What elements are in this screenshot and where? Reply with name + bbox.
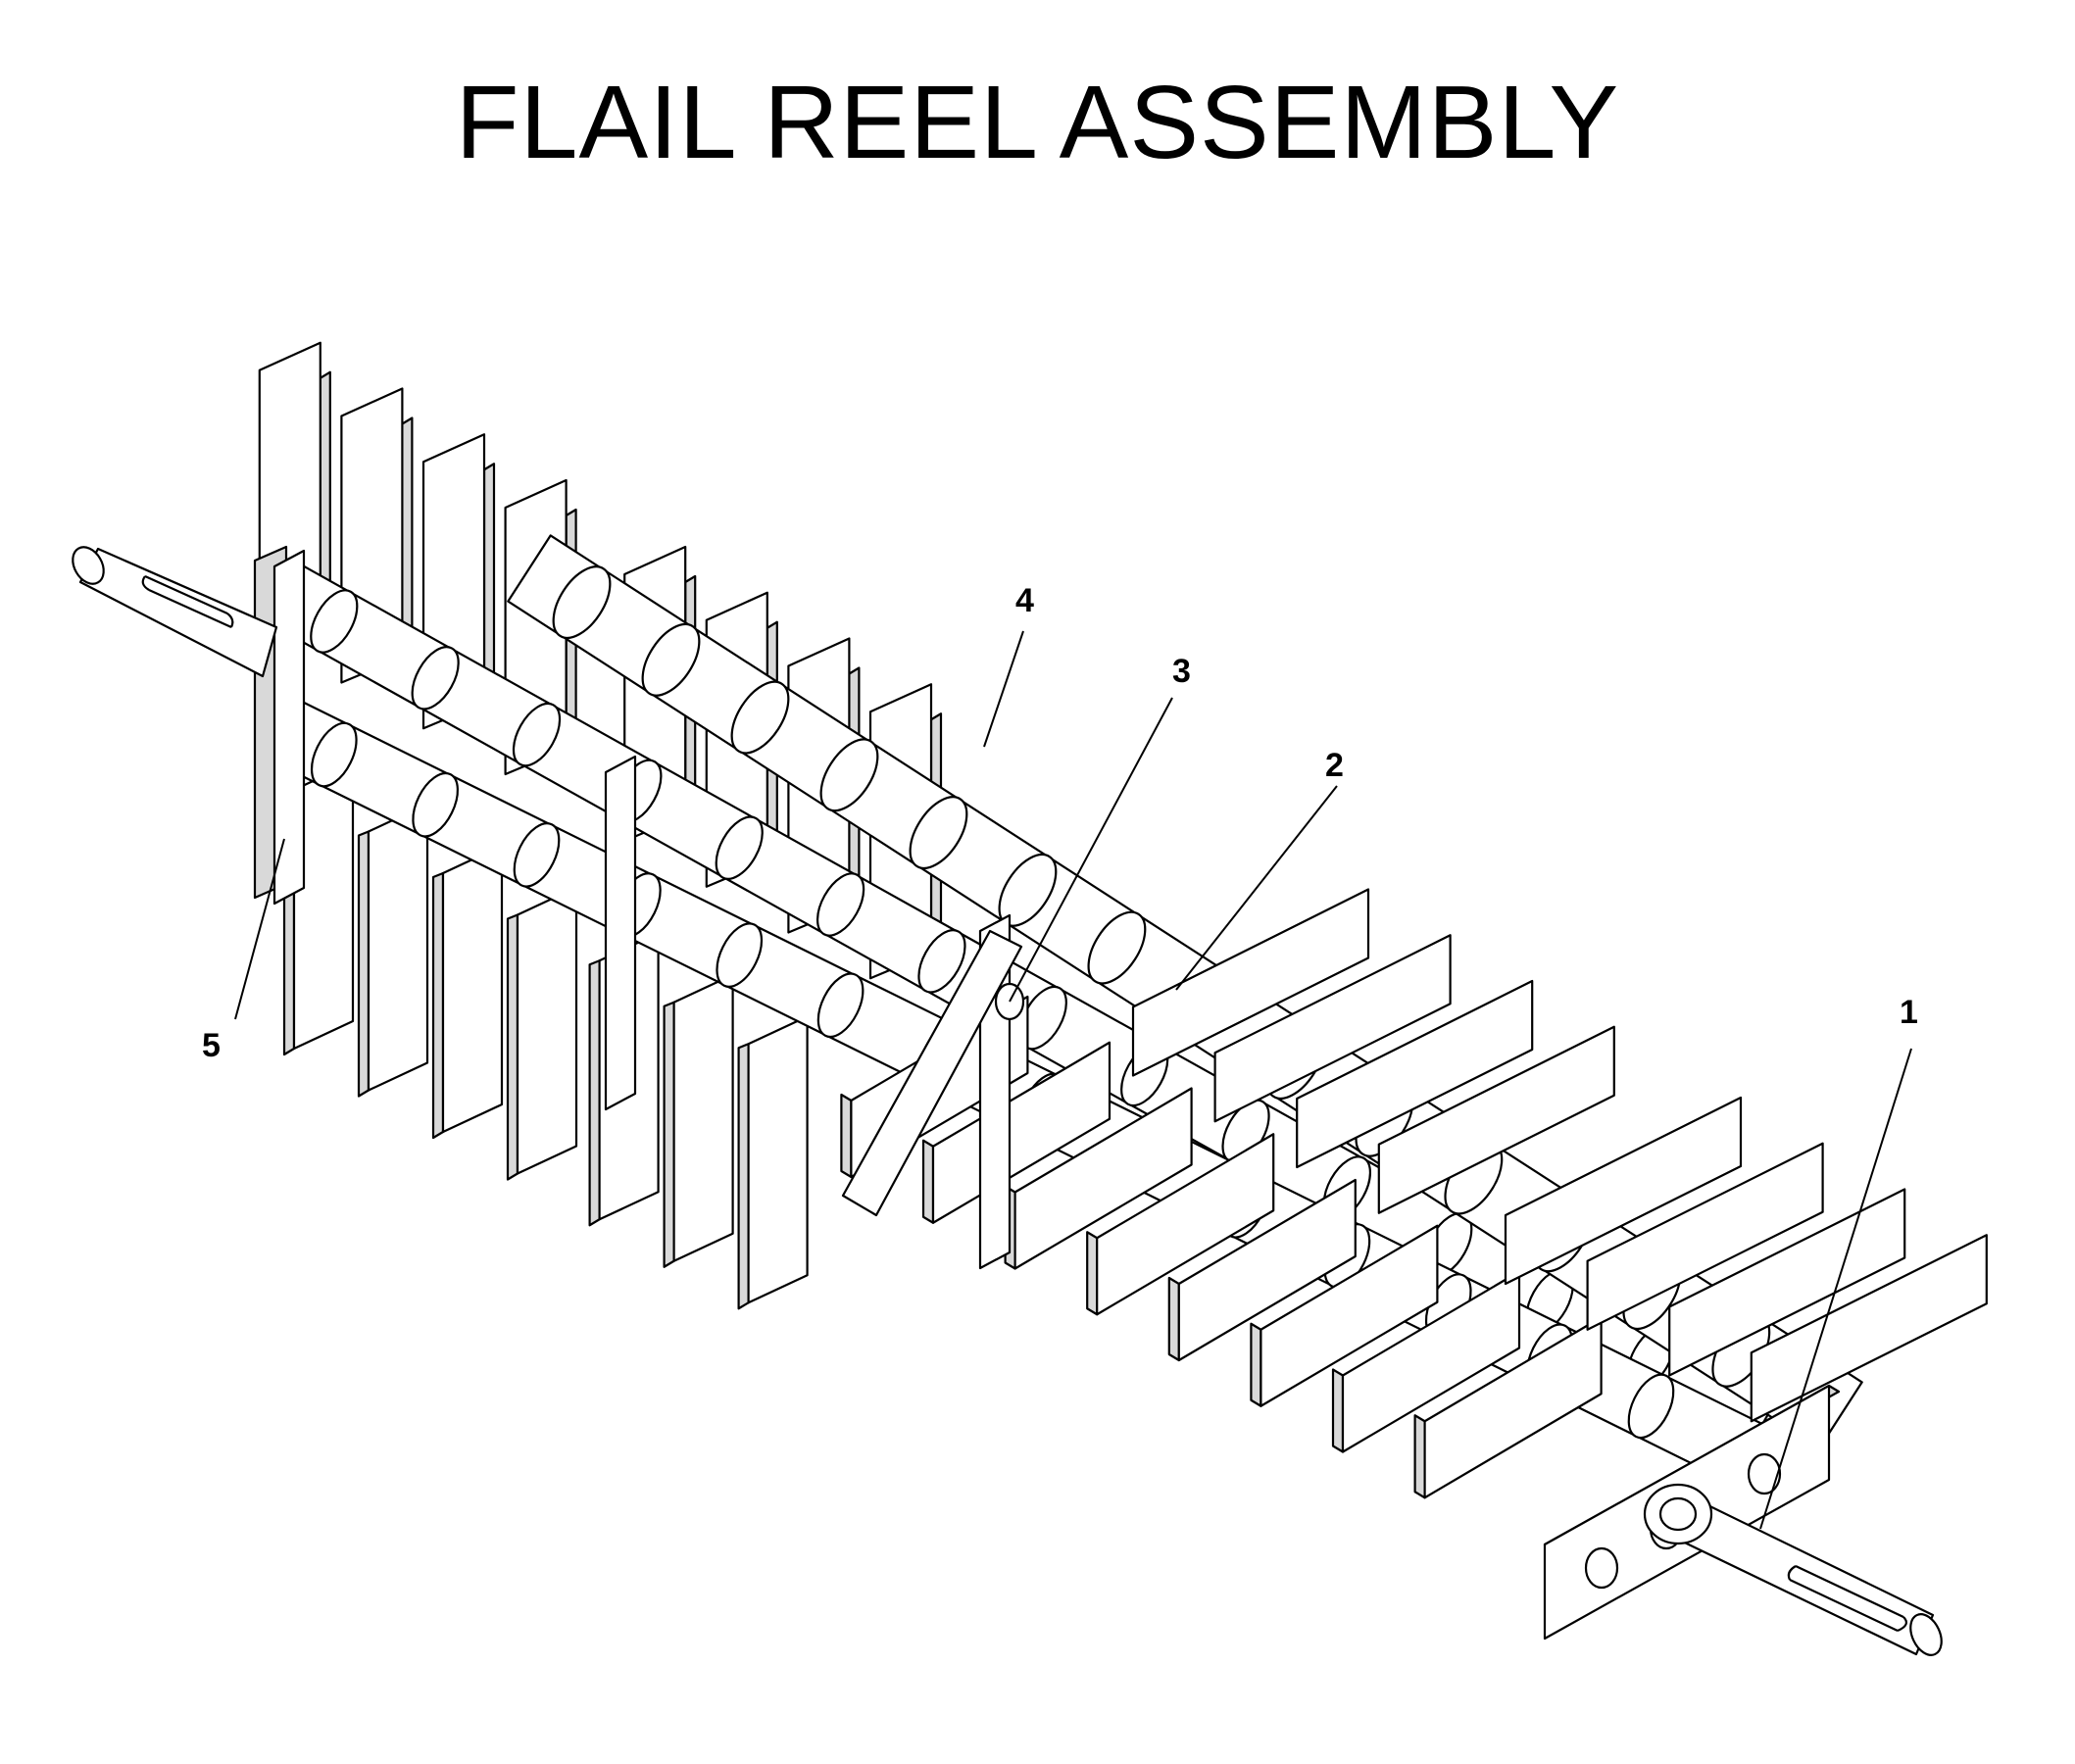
callout-2: 2 [1325,747,1344,784]
spacer [411,646,460,710]
hanging-blade [747,1015,809,1304]
spacer [909,796,968,869]
hanging-blade [367,803,429,1092]
callout-3: 3 [1172,653,1191,690]
spacer [816,972,865,1039]
bolt [1584,1546,1619,1590]
front-blade [1096,1133,1275,1316]
blade-edge [921,1139,935,1224]
blade-edge [1167,1276,1180,1362]
leader-4 [983,630,1024,748]
rear-right-blade [1586,1142,1824,1331]
front-blade [1260,1224,1439,1407]
blade-edge [663,1001,675,1268]
spacer [641,622,701,697]
spacer [1087,910,1147,985]
hanging-blade [516,886,578,1175]
support-plates [253,545,1841,1641]
front-blade [1423,1316,1603,1499]
blade-edge [357,830,371,1098]
leader-3 [1009,697,1173,1003]
spacer [715,815,764,880]
blade-edge [431,871,445,1140]
rear-right-blade [1213,934,1452,1123]
spacer [1627,1373,1675,1440]
spacer [310,589,359,654]
spacer [815,872,865,937]
blade-edge [737,1043,750,1310]
front-blade [1013,1087,1193,1270]
angled-plate [841,929,1023,1217]
leader-lines [234,630,1912,1530]
spacer [552,565,612,639]
rear-blade-row [258,341,943,1310]
blade-edge [588,959,601,1227]
shaft [72,546,1943,1656]
rear-right-blade [1668,1188,1906,1377]
blade-edge [506,913,519,1181]
leader-1 [1759,1048,1912,1530]
blade-edge [1331,1368,1345,1453]
spacer [819,738,879,812]
rear-right-blade [1131,888,1370,1077]
diagram-title: FLAIL REEL ASSEMBLY [455,65,1620,180]
rear-right-blade [1750,1234,1988,1423]
callout-4: 4 [1015,582,1034,619]
hanging-blade [441,844,504,1134]
spacer [412,771,460,838]
spacer [917,929,966,994]
front-blade-row [840,888,1988,1499]
front-blade [1177,1178,1357,1362]
rear-right-blade [1296,979,1534,1169]
left-end-plate [272,549,306,906]
blade-edge [1413,1414,1426,1499]
spacer [730,680,790,755]
blade-edge [1086,1231,1099,1316]
callout-labels: 1 2 3 4 5 [202,582,1918,1064]
spacer [310,721,358,788]
blade-edge [840,1093,853,1179]
callout-1: 1 [1900,994,1918,1031]
rear-right-blade [1377,1025,1615,1214]
spacer [512,702,562,767]
rear-right-blade [1504,1096,1743,1286]
leader-2 [1175,785,1338,991]
front-blade [931,1041,1112,1224]
hanging-blade [672,973,734,1262]
bolt [1747,1452,1782,1495]
leader-5 [234,838,285,1020]
right-shaft-stub [1643,1483,1943,1656]
callout-5: 5 [202,1027,221,1064]
front-blade [1341,1270,1521,1453]
spacer [513,822,561,888]
middle-plate [604,755,637,1111]
spacer [716,922,764,988]
left-shaft-stub [72,546,278,678]
blade-edge [1250,1322,1262,1407]
